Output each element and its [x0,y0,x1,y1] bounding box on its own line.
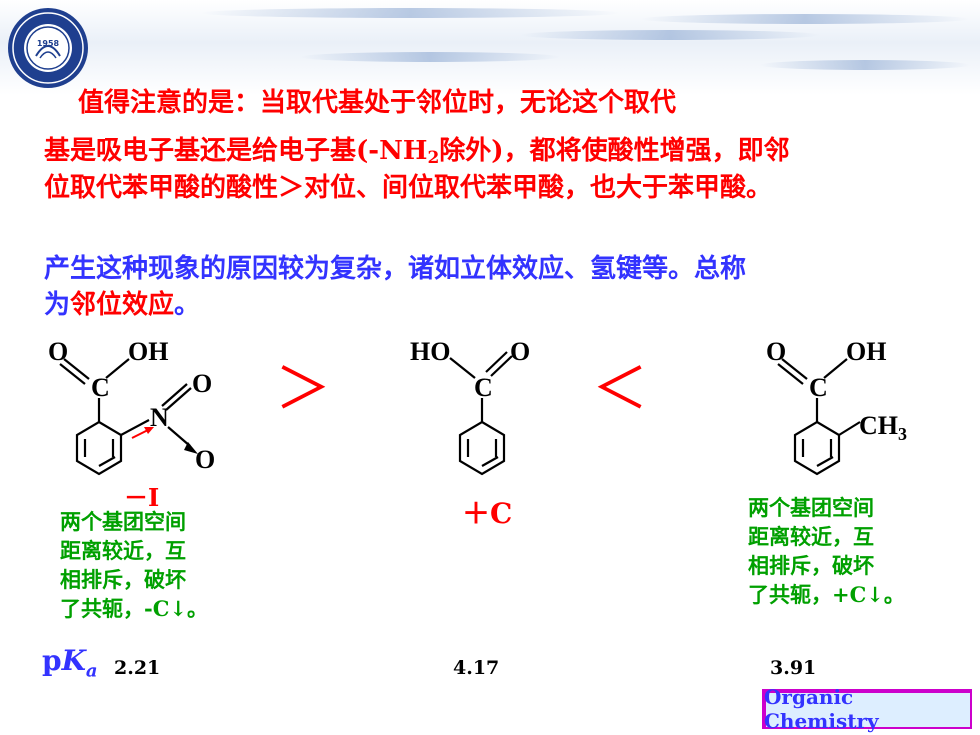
right-atom-o: O [766,337,786,366]
seal-year: 1958 [37,39,60,48]
conjugation-effect-label: ＋C [462,497,513,530]
para1-line3: 位取代苯甲酸的酸性＞对位、间位取代苯甲酸，也大于苯甲酸。 [44,173,773,203]
banner-streak [520,30,820,40]
pka-value-left: 2.21 [114,657,161,679]
banner-streak [640,14,970,24]
para1-line1: 值得注意的是：当取代基处于邻位时，无论这个取代 [78,88,677,118]
left-note-line: 相排斥，破坏 [60,567,186,592]
banner-streak [200,8,620,18]
left-note: 两个基团空间 距离较近，互 相排斥，破坏 了共轭，-C↓。 [60,507,208,623]
left-atom-o-bottom: O [195,445,215,474]
ch3-subscript: 3 [898,424,907,444]
right-note-line: 距离较近，互 [748,524,874,549]
course-badge-label: Organic Chemistry [764,685,879,733]
left-atom-oh: OH [128,337,168,366]
right-note: 两个基团空间 距离较近，互 相排斥，破坏 了共轭，+C↓。 [748,493,905,609]
para2-line1: 产生这种现象的原因较为复杂，诸如立体效应、氢键等。总称 [44,254,747,284]
ch3-text: CH [859,411,898,440]
para1-line2-post: 除外)，都将使酸性增强，即邻 [439,136,790,166]
right-atom-ch3: CH3 [859,411,907,444]
inductive-effect-label: －I [124,483,160,512]
pka-value-right: 3.91 [770,657,817,679]
nh2-subscript: 2 [427,148,440,168]
para2-line2: 为邻位效应。 [44,288,200,322]
left-note-line: 两个基团空间 [60,509,186,534]
left-note-line: 距离较近，互 [60,538,186,563]
center-atom-c: C [474,373,493,402]
para1-line2-pre: 基是吸电子基还是给电子基(-NH [44,136,428,166]
pka-p: p [42,644,62,677]
left-note-line: 了共轭，-C↓。 [60,596,209,621]
left-atom-c: C [91,373,110,402]
ortho-effect-term: 邻位效应 [70,290,175,320]
left-atom-n: N [150,403,169,432]
banner-streak [300,52,560,62]
header-banner [0,0,980,95]
right-atom-oh: OH [846,337,886,366]
right-note-line: 了共轭，+C↓。 [748,582,905,607]
pka-k: K [61,644,86,677]
left-atom-o-top: O [192,369,212,398]
pka-a: a [85,660,98,682]
right-note-line: 两个基团空间 [748,495,874,520]
banner-streak [760,60,970,70]
molecule-o-nitrobenzoic-acid: O OH C N O O [48,337,215,476]
para1-line2: 基是吸电子基还是给电子基(-NH2除外)，都将使酸性增强，即邻 [44,134,790,175]
course-badge: Organic Chemistry [762,685,972,733]
para2-prefix: 为 [44,290,71,320]
center-atom-o: O [510,337,530,366]
left-atom-o: O [48,337,68,366]
greater-than-sign: ＞ [275,357,331,422]
university-seal-icon: 1958 [8,8,88,88]
para2-end: 。 [174,290,201,320]
pka-value-center: 4.17 [453,657,500,679]
molecule-benzoic-acid: HO O C [410,337,530,476]
less-than-sign: ＜ [592,357,648,422]
molecule-o-toluic-acid: O OH C CH3 [766,337,907,476]
pka-label: pKa [42,644,98,682]
center-atom-ho: HO [410,337,450,366]
right-note-line: 相排斥，破坏 [748,553,874,578]
right-atom-c: C [809,373,828,402]
